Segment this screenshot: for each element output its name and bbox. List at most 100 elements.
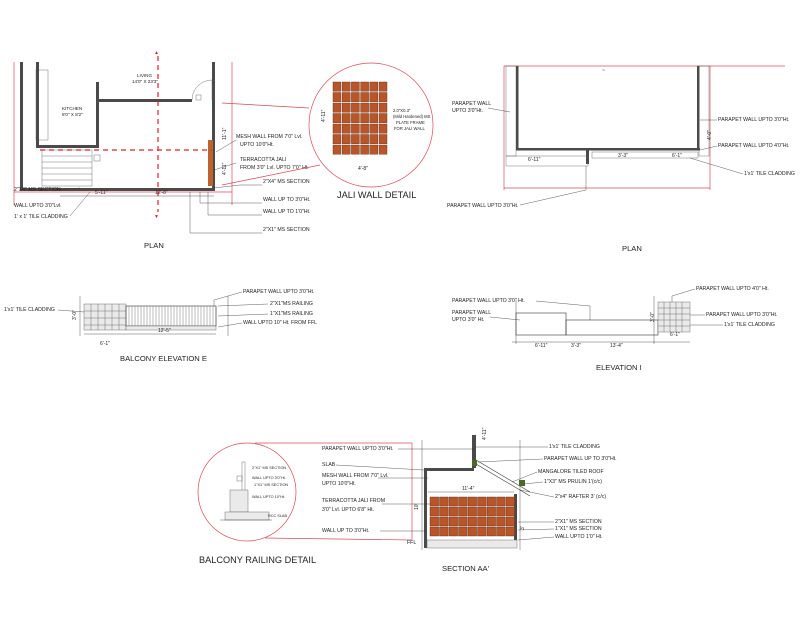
jali-detail-title: JALI WALL DETAIL bbox=[337, 190, 416, 200]
ei-dim-5: 3'-0" bbox=[650, 312, 656, 322]
section-jali-brick bbox=[496, 496, 506, 507]
room-kitchen-size: 8'0" X 8'2" bbox=[62, 112, 83, 117]
sa-label-purlin: 1"X3" MS PRULIN 1'(c/c) bbox=[544, 479, 602, 485]
jali-brick bbox=[369, 102, 378, 113]
section-jali-brick bbox=[448, 496, 458, 507]
sa-label-terracotta-2: 3'0" Lvl. UPTO 6'8" Ht. bbox=[322, 507, 374, 513]
sa-dim-4: 4'-11" bbox=[482, 427, 488, 440]
jali-brick bbox=[360, 81, 369, 92]
sa-label-terracotta: TERRACOTTA JALI FROM bbox=[322, 498, 385, 504]
tile-grid bbox=[84, 304, 126, 330]
section-jali-brick bbox=[505, 526, 515, 537]
sa-label-ms-2x1: 2"X1" MS SECTION bbox=[555, 519, 602, 525]
brd-label-ms-1x1: 1"X1" MS SECTION bbox=[254, 483, 288, 487]
jali-brick bbox=[342, 134, 351, 144]
ei-dim-4: 6'-1" bbox=[670, 332, 680, 338]
section-jali-brick bbox=[477, 496, 487, 507]
label-wall-1: WALL UP TO 1'0"Ht. bbox=[263, 209, 310, 215]
brd-label-ms-2x1: 2"X1" MS SECTION bbox=[252, 466, 286, 470]
sa-label-wall-1: WALL UPTO 1'0" Ht. bbox=[555, 534, 603, 540]
jali-brick bbox=[378, 81, 388, 92]
jali-note-3: PLATE FRAME bbox=[396, 120, 425, 125]
be-label-parapet: PARAPET WALL UPTO 3'0"Ht. bbox=[243, 289, 314, 295]
sa-label-parapet-r: PARAPET WALL UP TO 3'0"Ht. bbox=[544, 456, 617, 462]
section-jali-brick bbox=[439, 496, 449, 507]
label-terracotta: TERRACOTTA JALI bbox=[240, 157, 286, 163]
sa-label-tile: 1'x1' TILE CLADDING bbox=[549, 444, 600, 450]
ei-dim-1: 6'-11" bbox=[535, 343, 548, 349]
jali-brick bbox=[369, 134, 378, 144]
jali-brick-grid bbox=[332, 81, 388, 155]
be-dim-2: 6'-1" bbox=[100, 341, 110, 347]
room-kitchen-label: KITCHEN bbox=[62, 106, 82, 111]
label-wall-upto: WALL UPTO 3'0"Lvl. bbox=[14, 203, 62, 209]
plan-right-dim-2: 3'-3" bbox=[618, 153, 628, 159]
plan-dim-2: 12'-8" bbox=[155, 190, 168, 196]
section-jali-brick bbox=[448, 526, 458, 537]
sa-dim-3: 3' bbox=[520, 526, 526, 530]
section-jali-brick bbox=[496, 516, 506, 527]
jali-brick bbox=[378, 144, 388, 155]
section-jali-brick bbox=[467, 496, 477, 507]
room-living-size: 14'0" X 23'3" bbox=[132, 79, 158, 84]
svg-text:▼: ▼ bbox=[154, 214, 159, 220]
section-jali bbox=[429, 496, 515, 537]
brd-label-wall-3: WALL UPTO 3'0"Ht. bbox=[252, 476, 286, 480]
section-jali-brick bbox=[448, 506, 458, 517]
jali-brick bbox=[351, 92, 360, 102]
ei-dim-2: 3'-3" bbox=[571, 343, 581, 349]
jali-brick bbox=[332, 102, 342, 113]
jali-brick bbox=[369, 92, 378, 102]
jali-brick bbox=[378, 102, 388, 113]
sa-dim-2: 10' bbox=[414, 503, 420, 510]
brd-label-rcc: RCC SLAB bbox=[268, 514, 287, 518]
section-jali-brick bbox=[429, 506, 439, 517]
railing-bars bbox=[128, 306, 217, 326]
section-jali-brick bbox=[486, 516, 496, 527]
section-jali-brick bbox=[458, 526, 468, 537]
be-label-wall-10: WALL UPTO 10" Ht. FROM FFL bbox=[243, 320, 317, 326]
section-aa: 11'-4" 10' 3' 4'-11" FFL PARAPET WALL UP… bbox=[322, 427, 617, 573]
jali-brick bbox=[342, 81, 351, 92]
jali-dim-w: 4'-8" bbox=[358, 166, 368, 172]
pr-label-parapet-4: PARAPET WALL UPTO 4'0"Ht. bbox=[718, 143, 789, 149]
pr-label-parapet-bottom: PARAPET WALL UPTO 3'0"Ht. bbox=[447, 203, 518, 209]
jali-brick bbox=[332, 123, 342, 134]
section-jali-brick bbox=[458, 496, 468, 507]
jali-brick bbox=[378, 92, 388, 102]
sa-label-slab: SLAB bbox=[322, 462, 336, 468]
jali-brick bbox=[342, 102, 351, 113]
label-ms-section-right: 2"X4" MS SECTION bbox=[263, 179, 310, 185]
section-jali-brick bbox=[486, 496, 496, 507]
jali-brick bbox=[360, 113, 369, 123]
label-terracotta-2: FROM 3'0" Lvl. UPTO 7'0" Ht. bbox=[240, 165, 309, 171]
label-mesh-wall-2: UPTO 10'0"Ht. bbox=[240, 142, 274, 148]
section-jali-brick bbox=[505, 516, 515, 527]
section-jali-brick bbox=[429, 516, 439, 527]
balcony-railing-detail-title: BALCONY RAILING DETAIL bbox=[199, 555, 316, 565]
jali-brick bbox=[332, 81, 342, 92]
be-label-railing-1x1: 1"X1"MS RAILING bbox=[270, 311, 313, 317]
jali-note-2: (Mild Hardened) MS bbox=[393, 114, 431, 119]
be-dim-3: 3'-0" bbox=[72, 310, 78, 320]
svg-text:~: ~ bbox=[602, 68, 605, 74]
sa-label-wall-3: WALL UP TO 3'0"Ht. bbox=[322, 528, 369, 534]
plan-left-title: PLAN bbox=[144, 241, 164, 250]
label-mesh-wall: MESH WALL FROM 7'0" Lvl. bbox=[236, 134, 302, 140]
section-jali-brick bbox=[477, 516, 487, 527]
section-jali-brick bbox=[477, 526, 487, 537]
be-dim-1: 12'-5" bbox=[158, 328, 171, 334]
sa-label-mangalore: MANGALORE TILED ROOF bbox=[538, 469, 604, 475]
elevation-i-title: ELEVATION I bbox=[596, 363, 642, 372]
stair-hatch bbox=[41, 149, 93, 187]
jali-brick bbox=[342, 113, 351, 123]
sa-label-mesh-2: UPTO 10'0"Ht. bbox=[322, 481, 356, 487]
jali-brick bbox=[369, 123, 378, 134]
jali-brick bbox=[378, 123, 388, 134]
pr-label-tile: 1'x1' TILE CLADDING bbox=[744, 171, 795, 177]
jali-brick bbox=[360, 134, 369, 144]
be-label-tile: 1'x1' TILE CLADDING bbox=[4, 307, 55, 313]
sa-label-ffl: FFL bbox=[407, 540, 416, 546]
sa-label-rafter: 2"x4" RAFTER 3' (c/c) bbox=[555, 494, 606, 500]
